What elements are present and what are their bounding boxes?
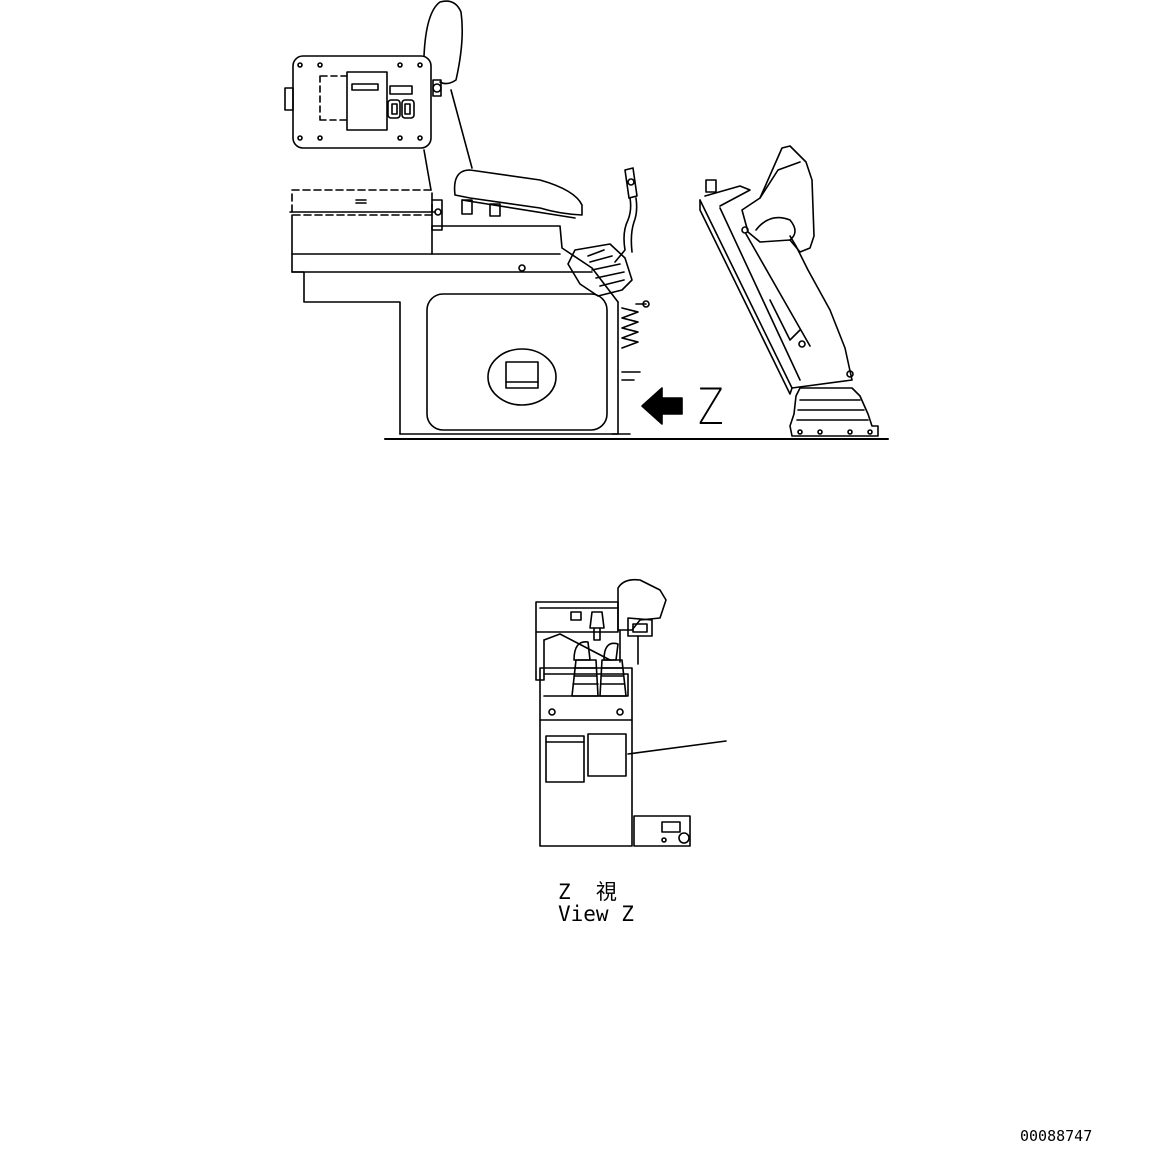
control-column-side-view [700, 146, 878, 436]
view-caption-english: View Z [558, 902, 634, 926]
view-z-front-view [536, 580, 726, 846]
drawing-number: 00088747 [1020, 1127, 1093, 1145]
view-caption-japanese: Z 視 [558, 880, 617, 904]
direction-marker-label: Z [698, 378, 724, 436]
seat-console-side-view [285, 1, 888, 439]
